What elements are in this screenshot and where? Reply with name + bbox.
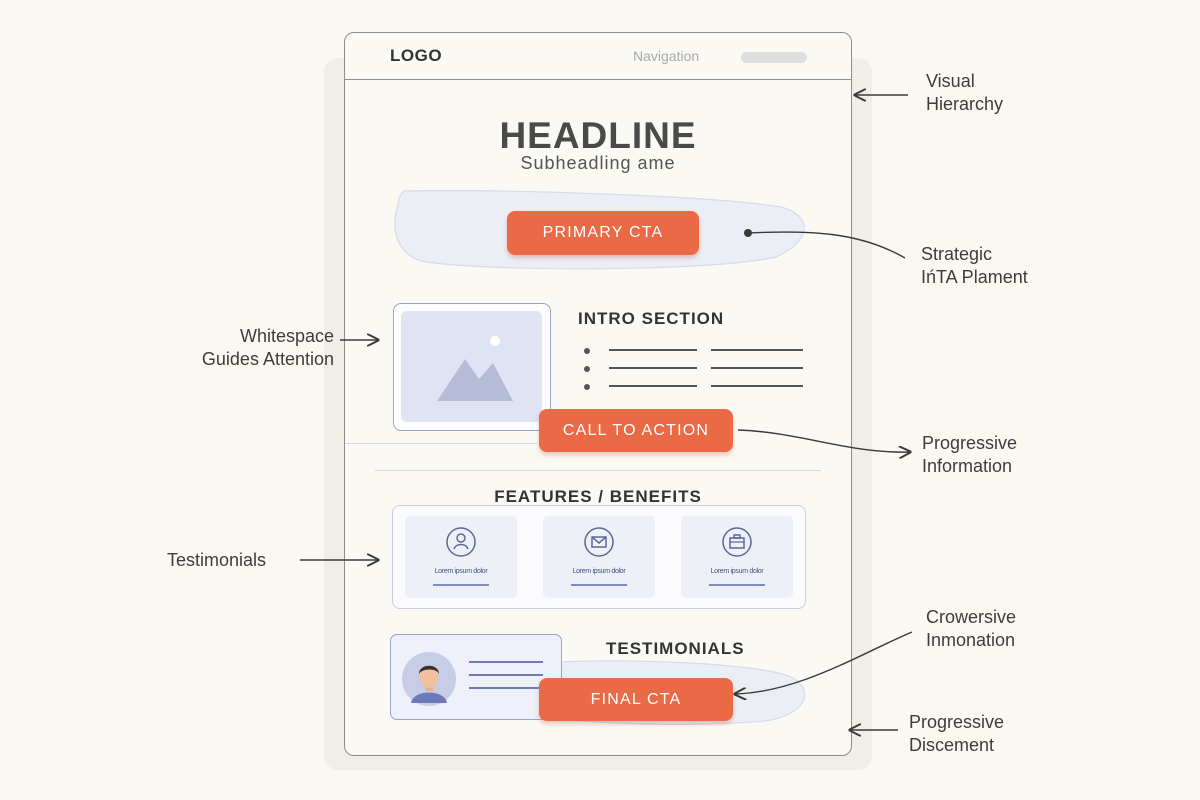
subheadline: Subheadling ame <box>520 153 676 173</box>
testimonial-card <box>390 634 562 720</box>
mail-icon <box>584 527 614 557</box>
arrow-progressive-information <box>737 429 910 452</box>
arrow-strategic-cta <box>747 231 906 259</box>
annotation-progressive-information: Progressive Information <box>922 433 1018 476</box>
primary-cta-button[interactable]: PRIMARY CTA <box>507 211 699 255</box>
final-cta-button[interactable]: FINAL CTA <box>539 678 733 721</box>
nav-pill[interactable] <box>741 52 807 63</box>
arrow-dot <box>744 229 752 237</box>
page-wireframe: LOGO Navigation HEADLINE Subheadling ame… <box>344 32 852 756</box>
feature-card[interactable]: Lorem ipsum dolor <box>405 516 517 598</box>
features-container: Lorem ipsum dolor Lorem ipsum dolor Lore… <box>392 505 806 609</box>
nav-link[interactable]: Navigation <box>633 48 700 64</box>
nav-bar: LOGO Navigation <box>345 33 851 80</box>
annotation-strategic-cta: Strategic IńTA Plament <box>921 244 1028 287</box>
intro-image <box>393 303 551 431</box>
call-to-action-button[interactable]: CALL TO ACTION <box>539 409 733 452</box>
annotation-progressive-discement: Progressive Discement <box>909 712 1005 755</box>
feature-underline <box>433 584 489 586</box>
feature-card[interactable]: Lorem ipsum dolor <box>543 516 655 598</box>
feature-label: Lorem ipsum dolor <box>434 568 488 575</box>
feature-underline <box>571 584 627 586</box>
feature-card[interactable]: Lorem ipsum dolor <box>681 516 793 598</box>
intro-title: INTRO SECTION <box>578 309 725 328</box>
annotation-whitespace: Whitespace Guides Attention <box>201 326 334 369</box>
feature-underline <box>709 584 765 586</box>
headline: HEADLINE <box>499 115 697 156</box>
testimonials-title: TESTIMONIALS <box>606 639 745 658</box>
feature-label: Lorem ipsum dolor <box>572 568 626 575</box>
feature-label: Lorem ipsum dolor <box>710 568 764 575</box>
section-divider <box>375 470 821 471</box>
features-title: FEATURES / BENEFITS <box>494 487 702 506</box>
testimonial-text-lines <box>469 661 543 689</box>
avatar <box>402 652 456 706</box>
intro-text-lines <box>584 348 803 390</box>
arrow-conversive-information <box>735 631 913 694</box>
section-divider <box>345 443 537 444</box>
image-placeholder-icon <box>437 336 513 401</box>
user-icon <box>446 527 476 557</box>
annotation-conversive-information: Crowersive Inmonation <box>926 607 1017 650</box>
annotation-visual-hierarchy: Visual Hierarchy <box>926 71 1004 114</box>
briefcase-icon <box>722 527 752 557</box>
logo[interactable]: LOGO <box>390 46 443 65</box>
annotation-testimonials: Testimonials <box>167 550 267 570</box>
